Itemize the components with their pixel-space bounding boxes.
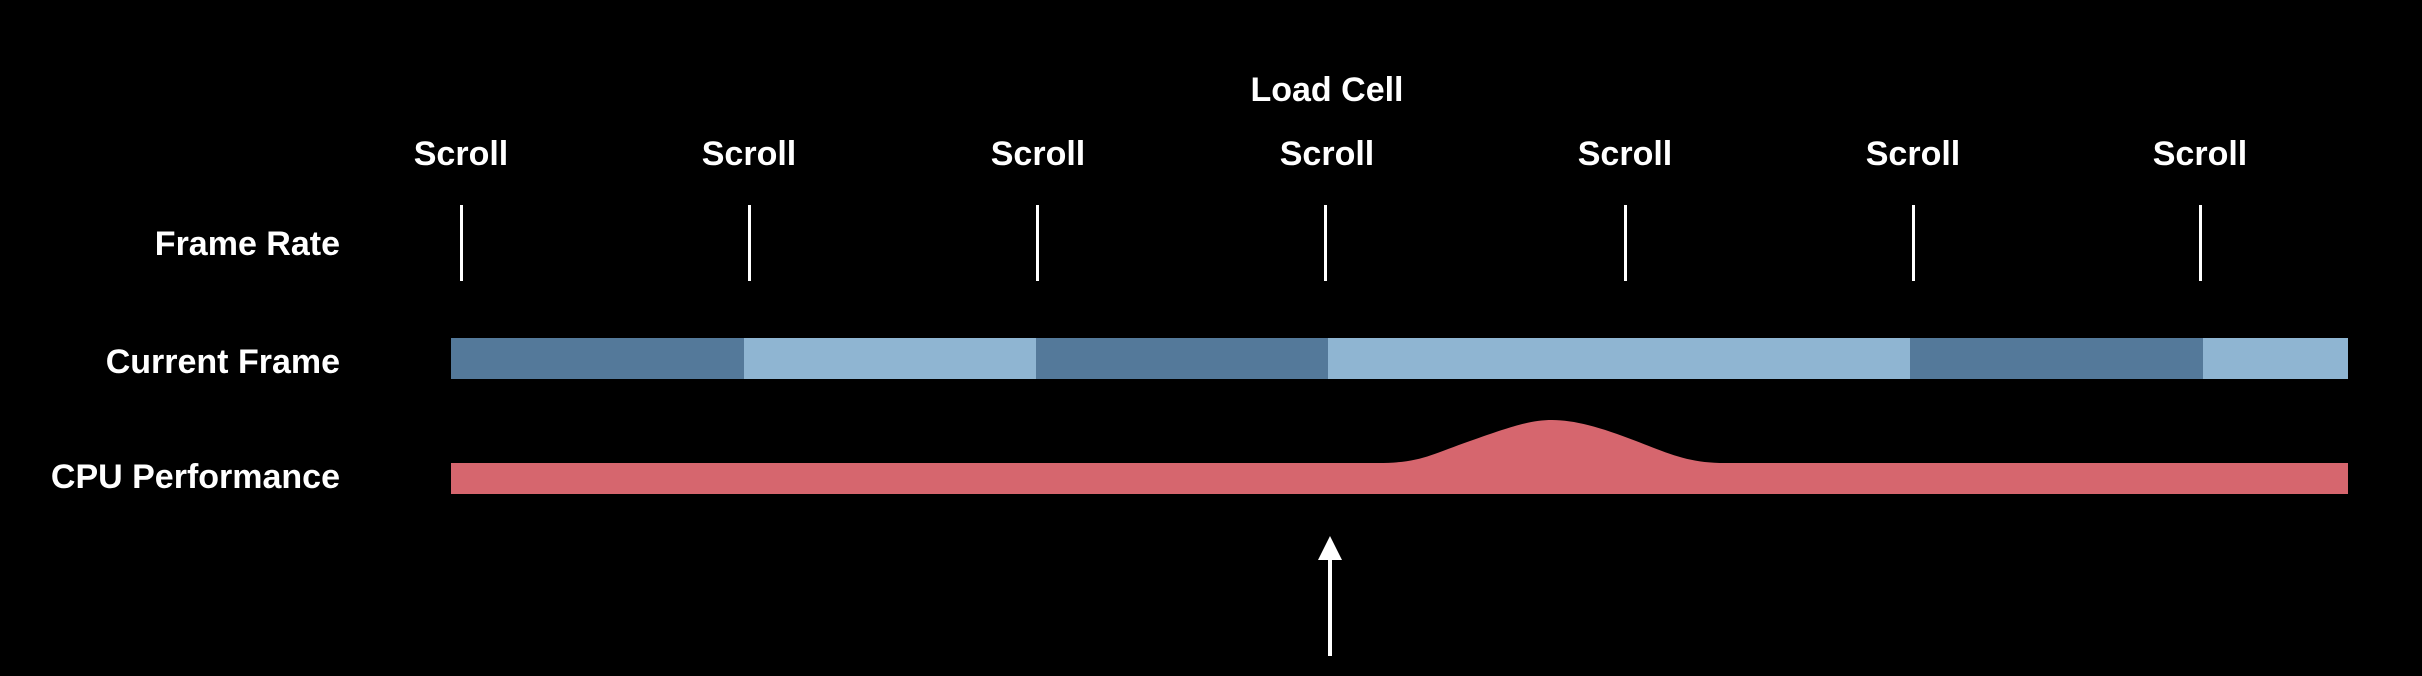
scroll-label-1: Scroll [413,135,509,173]
current-frame-label: Current Frame [105,343,340,381]
frame-segment-4 [1328,338,1910,379]
frame-tick-1 [460,205,463,281]
frame-tick-6 [1912,205,1915,281]
scroll-label-5: Scroll [1577,135,1673,173]
frame-tick-4 [1324,205,1327,281]
cpu-performance-label: CPU Performance [50,458,340,496]
scroll-label-4: Scroll [1279,135,1375,173]
cpu-performance-band [451,420,2348,494]
scroll-label-3: Scroll [990,135,1086,173]
frame-segment-1 [451,338,744,379]
frame-segment-3 [1036,338,1328,379]
frame-segment-5 [1910,338,2203,379]
load-cell-label: Load Cell [1250,71,1404,109]
frame-tick-7 [2199,205,2202,281]
frame-tick-5 [1624,205,1627,281]
frame-tick-3 [1036,205,1039,281]
frame-tick-2 [748,205,751,281]
scroll-label-2: Scroll [701,135,797,173]
scroll-label-6: Scroll [1865,135,1961,173]
frame-segment-6 [2203,338,2348,379]
scroll-label-7: Scroll [2152,135,2248,173]
frame-rate-label: Frame Rate [154,225,340,263]
frame-segment-2 [744,338,1036,379]
